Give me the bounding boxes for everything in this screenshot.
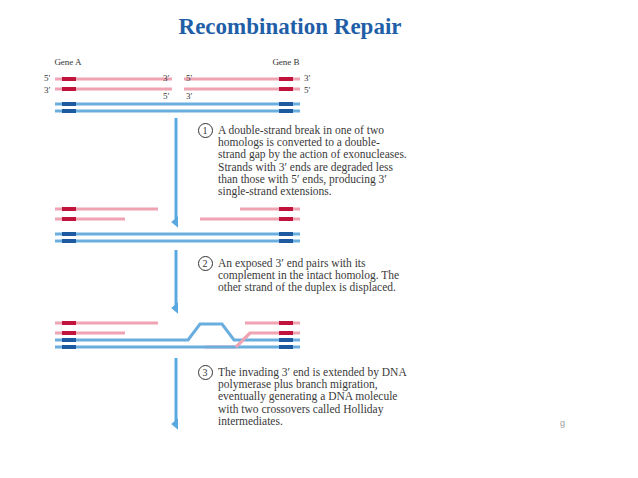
- step-number: 3: [203, 367, 208, 378]
- step-number-circle: 3: [198, 365, 213, 380]
- strand-end: 5′: [186, 74, 198, 83]
- step-number-circle: 1: [198, 123, 213, 138]
- gene-label: Gene A: [48, 58, 88, 67]
- process-arrow: [175, 118, 178, 424]
- step-number: 2: [203, 258, 208, 269]
- strand-end: 5′: [163, 92, 175, 101]
- strand-end: 3′: [163, 74, 175, 83]
- dna-strand-invasion: [55, 323, 300, 347]
- step-description: A double-strand break in one of two homo…: [218, 124, 408, 197]
- step-description: An exposed 3′ end pairs with its complem…: [218, 257, 408, 294]
- diagram-title: Recombination Repair: [120, 14, 460, 40]
- gene-label: Gene B: [266, 58, 306, 67]
- strand-end: 3′: [186, 92, 198, 101]
- strand-end: 3′: [44, 86, 56, 95]
- dna-intact-broken: [55, 79, 300, 111]
- step-number-circle: 2: [198, 256, 213, 271]
- strand-end: 5′: [44, 74, 56, 83]
- strand-end: 5′: [304, 86, 316, 95]
- step-number: 1: [203, 125, 208, 136]
- watermark: g: [560, 418, 572, 428]
- step-description: The invading 3′ end is extended by DNA p…: [218, 366, 408, 427]
- strand-end: 3′: [304, 74, 316, 83]
